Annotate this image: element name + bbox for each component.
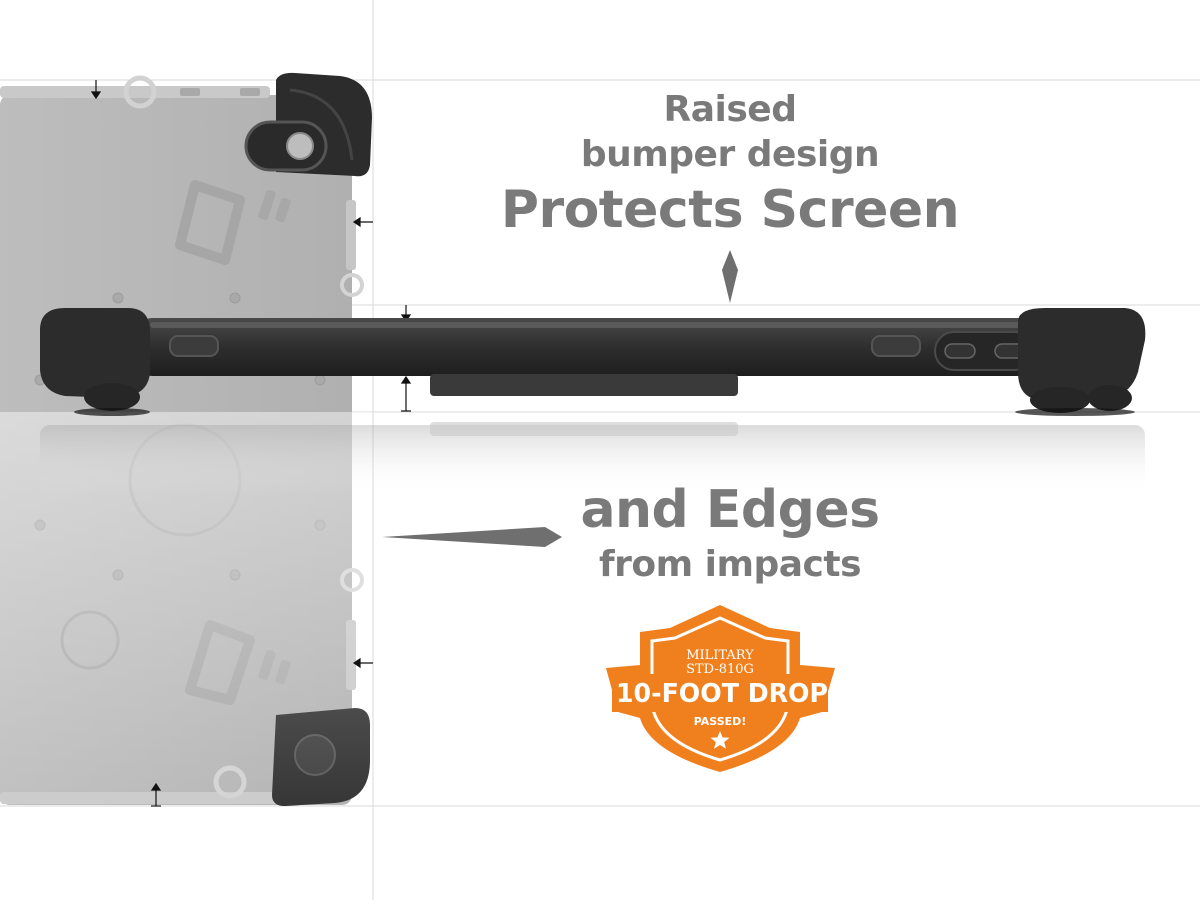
headline-from-impacts: from impacts [598, 544, 862, 585]
headline-bumper-design: bumper design [580, 134, 880, 175]
pointer-arrow-up [722, 250, 738, 303]
headline-raised: Raised [663, 89, 797, 130]
headline-protects-screen: Protects Screen [500, 180, 960, 240]
badge-passed-text: PASSED! [694, 715, 747, 728]
headline-and-edges: and Edges [580, 480, 880, 540]
badge-standard-text: STD-810G [686, 662, 754, 677]
pointer-arrow-right [382, 527, 562, 547]
badge-military-text: MILITARY [686, 648, 754, 663]
star-icon [710, 731, 730, 749]
badge-drop-text: 10-FOOT DROP [616, 679, 828, 709]
